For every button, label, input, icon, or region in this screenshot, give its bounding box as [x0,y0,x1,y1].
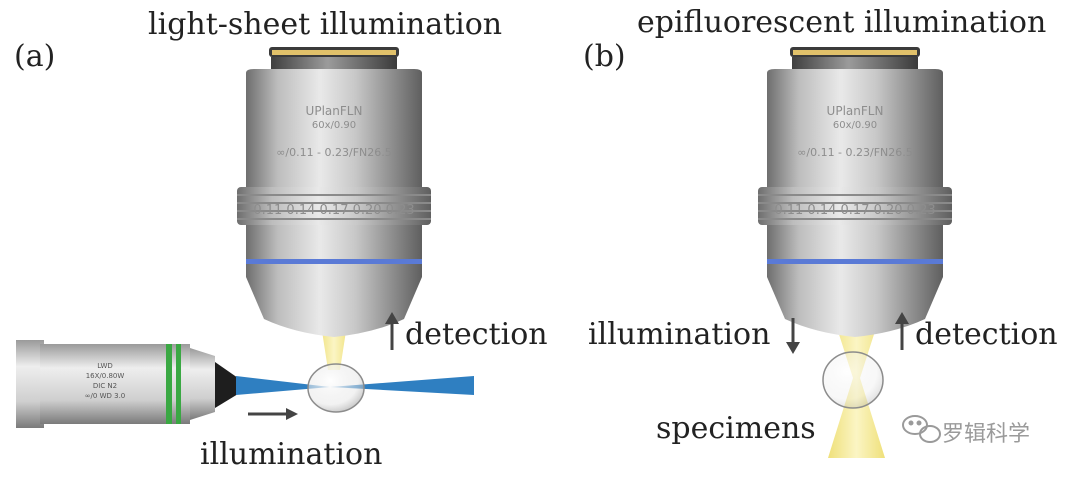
objective-a-mag: 60x/0.90 [312,120,356,131]
objective-a-coverglass: ∞/0.11 - 0.23/FN26.5 [276,146,392,159]
specimen-droplet-a [307,363,365,413]
objective-b-scale: 0.11 0.14 0.17 0.20 0.23 [774,203,935,218]
panel-a-letter: (a) [14,39,56,74]
panel-b-detection-label: detection [915,317,1058,352]
panel-b-title: epifluorescent illumination [637,5,1047,40]
objective-b-brand: UPlanFLN [827,104,884,118]
side-objective-text-2: 16X/0.80W [86,372,125,380]
panel-b-specimens-label: specimens [656,411,816,446]
side-objective-text-4: ∞/0 WD 3.0 [85,392,126,400]
specimen-droplet-b [822,351,884,409]
detection-objective-b [757,46,953,338]
panel-b-illumination-label: illumination [588,317,771,352]
objective-b-coverglass: ∞/0.11 - 0.23/FN26.5 [797,146,913,159]
objective-a-brand: UPlanFLN [306,104,363,118]
detection-arrow-b [895,312,909,350]
panel-a [16,46,474,428]
illumination-arrow-b [786,318,800,354]
watermark-text: 罗辑科学 [942,422,1031,447]
detection-objective-a [236,46,432,338]
side-objective-text-1: LWD [97,362,113,370]
detection-arrow-a [385,312,399,350]
panel-a-title: light-sheet illumination [148,7,503,42]
illumination-objective-a [16,340,238,428]
panel-b [757,46,953,458]
illumination-arrow-a [248,408,298,420]
wechat-icon [902,415,941,443]
objective-a-scale: 0.11 0.14 0.17 0.20 0.23 [253,203,414,218]
panel-a-detection-label: detection [405,317,548,352]
objective-b-mag: 60x/0.90 [833,120,877,131]
side-objective-text-3: DIC N2 [93,382,117,390]
panel-b-letter: (b) [583,39,626,74]
light-sheet-beam [236,376,330,395]
panel-a-illumination-label: illumination [200,437,383,472]
